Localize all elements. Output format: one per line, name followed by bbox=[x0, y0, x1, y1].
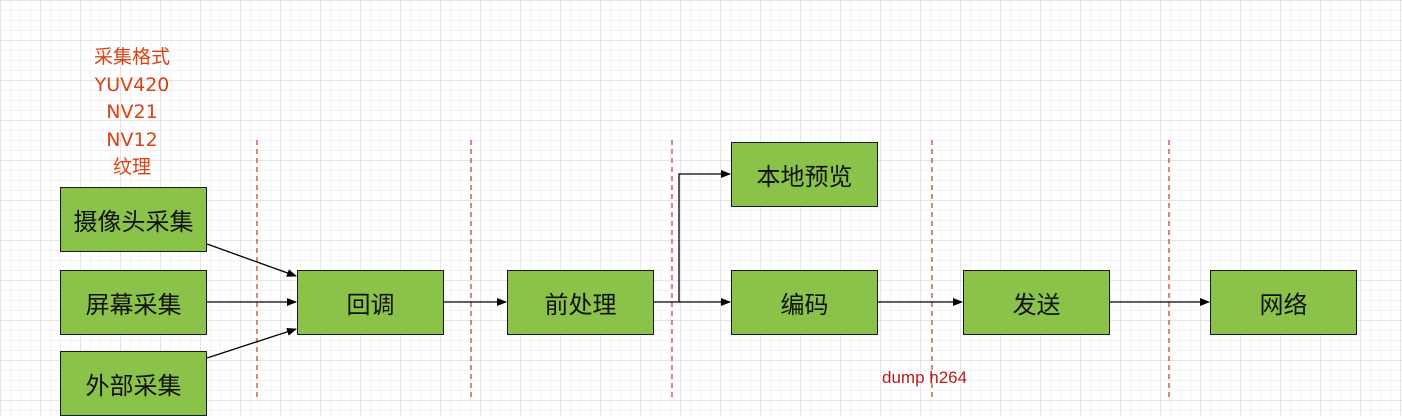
network-node: 网络 bbox=[1210, 270, 1357, 335]
stage-separators bbox=[256, 140, 1170, 400]
capture-formats-note: 采集格式 YUV420 NV21 NV12 纹理 bbox=[72, 44, 192, 182]
arrow-preprocess-to-preview bbox=[678, 170, 731, 302]
send-node: 发送 bbox=[963, 270, 1110, 335]
capture-format-item: NV12 bbox=[106, 128, 158, 151]
screen-capture-node: 屏幕采集 bbox=[60, 270, 207, 335]
external-capture-node: 外部采集 bbox=[60, 351, 207, 416]
capture-format-item: NV21 bbox=[106, 101, 158, 123]
dump-h264-label: dump h264 bbox=[882, 368, 968, 387]
arrow-camera-to-callback bbox=[206, 243, 297, 277]
arrow-external-to-callback bbox=[206, 327, 297, 359]
callback-node: 回调 bbox=[297, 270, 444, 335]
local-preview-node: 本地预览 bbox=[731, 142, 878, 207]
capture-format-item: 纹理 bbox=[112, 156, 151, 178]
preprocess-node: 前处理 bbox=[507, 270, 654, 335]
capture-format-item: YUV420 bbox=[94, 73, 170, 96]
flow-connectors bbox=[206, 140, 1210, 400]
capture-formats-title: 采集格式 bbox=[93, 46, 170, 68]
camera-capture-node: 摄像头采集 bbox=[60, 187, 207, 252]
encode-node: 编码 bbox=[731, 270, 878, 335]
